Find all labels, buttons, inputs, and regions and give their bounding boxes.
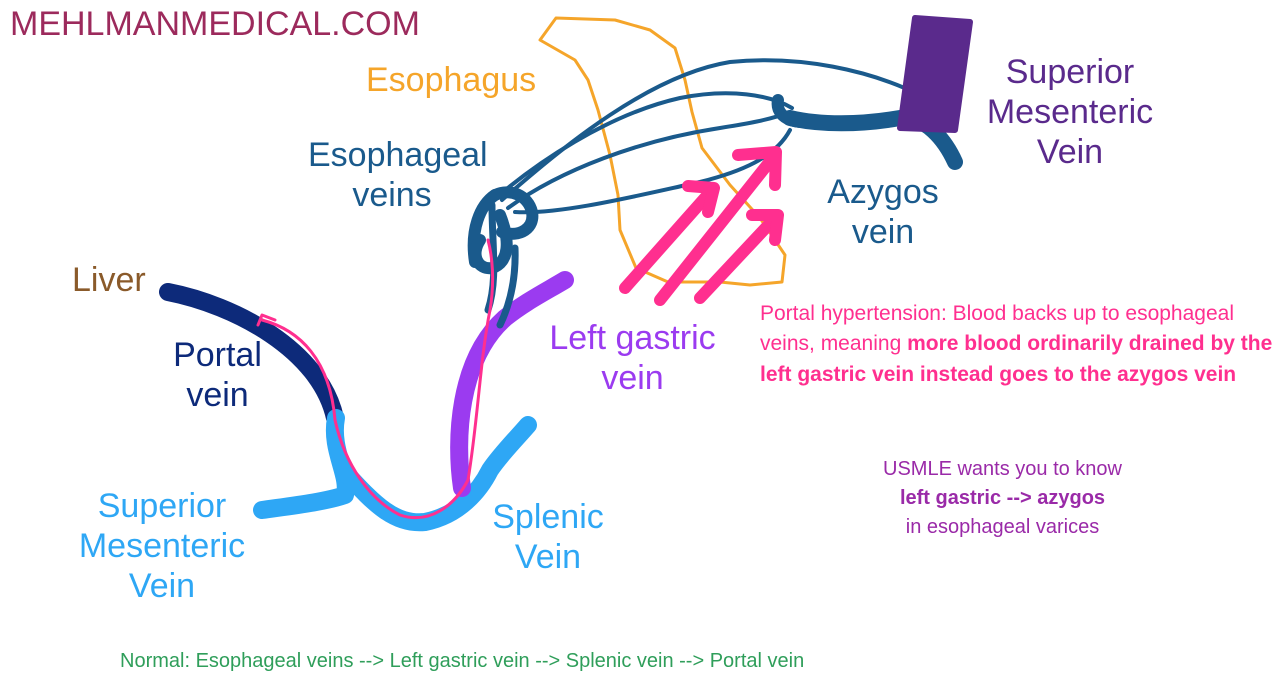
portal-vein-label-line-2: vein xyxy=(155,375,280,415)
superior-mesenteric-vein-top-label: Superior Mesenteric Vein xyxy=(965,52,1175,172)
left-gastric-vein-label: Left gastric vein xyxy=(530,318,735,398)
normal-pathway-note: Normal: Esophageal veins --> Left gastri… xyxy=(120,650,804,674)
azygos-vein-label: Azygos vein xyxy=(808,172,958,252)
usmle-note-line-2: left gastric --> azygos xyxy=(805,484,1200,513)
splenic-vein-label-line-2: Vein xyxy=(478,537,618,577)
smv-bottom-label-line-1: Superior xyxy=(62,486,262,526)
usmle-note-line-3: in esophageal varices xyxy=(805,513,1200,542)
smv-top-label-line-1: Superior xyxy=(965,52,1175,92)
esophagus-label: Esophagus xyxy=(366,60,536,100)
smv-top-label-line-3: Vein xyxy=(965,132,1175,172)
azygos-vein-label-line-2: vein xyxy=(808,212,958,252)
smv-bottom-label-line-2: Mesenteric xyxy=(62,526,262,566)
left-gastric-label-line-1: Left gastric xyxy=(530,318,735,358)
azygos-vein-label-line-1: Azygos xyxy=(808,172,958,212)
smv-top-label-line-2: Mesenteric xyxy=(965,92,1175,132)
portal-vein-label: Portal vein xyxy=(155,335,280,415)
superior-mesenteric-vein-vessel xyxy=(262,418,346,510)
superior-mesenteric-vein-bottom-label: Superior Mesenteric Vein xyxy=(62,486,262,606)
esophageal-veins-label-line-2: veins xyxy=(308,175,476,215)
liver-label: Liver xyxy=(72,260,146,300)
watermark: MEHLMANMEDICAL.COM xyxy=(10,4,420,44)
portal-hypertension-note: Portal hypertension: Blood backs up to e… xyxy=(760,299,1275,390)
usmle-note-line-1: USMLE wants you to know xyxy=(805,455,1200,484)
usmle-note: USMLE wants you to know left gastric -->… xyxy=(805,455,1200,542)
left-gastric-label-line-2: vein xyxy=(530,358,735,398)
superior-vessel-block xyxy=(900,18,970,130)
portal-vein-label-line-1: Portal xyxy=(155,335,280,375)
esophageal-veins-label-line-1: Esophageal xyxy=(308,135,476,175)
splenic-vein-label: Splenic Vein xyxy=(478,497,618,577)
smv-bottom-label-line-3: Vein xyxy=(62,566,262,606)
esophageal-veins-label: Esophageal veins xyxy=(308,135,476,215)
splenic-vein-label-line-1: Splenic xyxy=(478,497,618,537)
pink-shunt-arrows xyxy=(625,152,778,300)
